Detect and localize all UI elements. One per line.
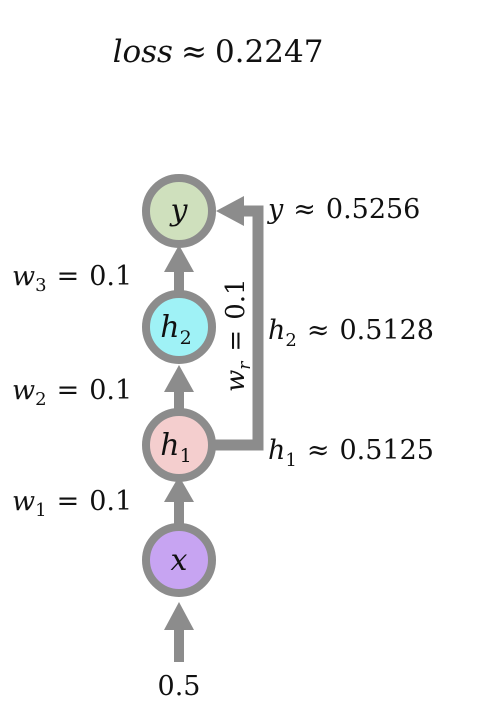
activation-label-h2: h2≈0.5128	[268, 315, 434, 351]
edge-x-h1	[164, 476, 194, 526]
input-arrow	[164, 602, 194, 662]
loss-label: loss≈0.2247	[113, 34, 324, 70]
node-y-label: y	[169, 193, 189, 228]
recurrent-edge	[214, 196, 264, 451]
weight-label-w2: w2=0.1	[12, 375, 132, 410]
input-value: 0.5	[158, 671, 201, 702]
node-h2-label: h2	[160, 310, 191, 349]
node-y: y	[142, 174, 216, 248]
node-x: x	[142, 523, 216, 597]
weight-label-w1: w1=0.1	[12, 486, 132, 521]
weight-label-w3: w3=0.1	[12, 261, 132, 296]
edge-h2-y	[164, 245, 194, 292]
node-x-label: x	[171, 543, 188, 578]
node-h2: h2	[142, 290, 216, 364]
activation-label-h1: h1≈0.5125	[268, 435, 434, 471]
activation-label-y: y≈0.5256	[267, 194, 420, 225]
node-h1: h1	[142, 408, 216, 482]
edge-h1-h2	[164, 365, 194, 410]
node-h1-label: h1	[160, 428, 191, 467]
recurrent-weight-label: wr=0.1	[221, 278, 255, 392]
